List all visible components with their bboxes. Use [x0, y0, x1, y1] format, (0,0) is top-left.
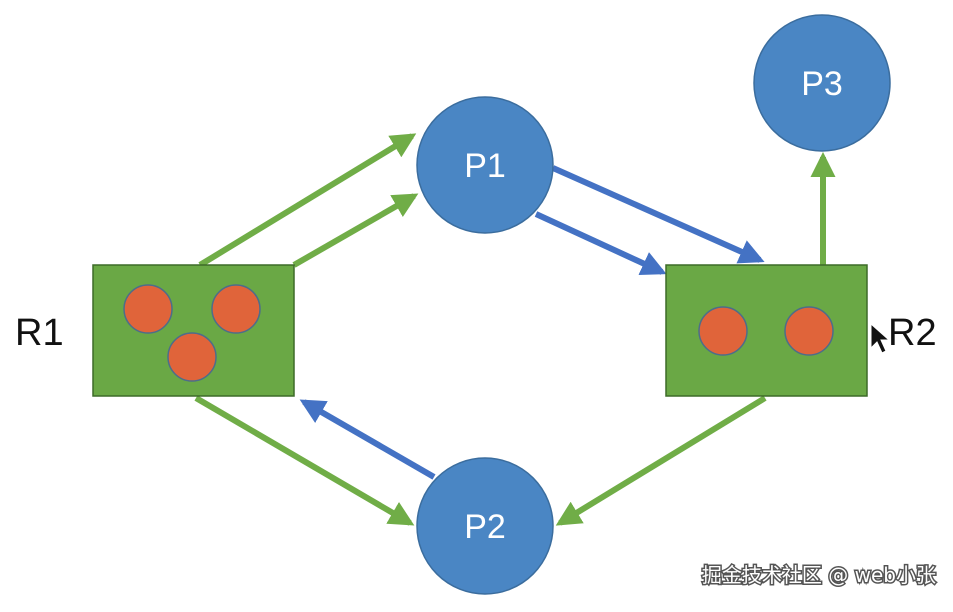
process-p2: P2 [416, 457, 554, 595]
resource-r2 [665, 264, 868, 397]
edges [194, 133, 836, 526]
resource-r1 [92, 264, 295, 397]
resource-r2-box [665, 264, 868, 397]
resource-instance [211, 284, 261, 334]
process-p3-node [753, 14, 891, 152]
resource-r2-label: R2 [888, 312, 937, 354]
edge-r1-p1-upper [198, 133, 417, 268]
process-p1-node [416, 96, 554, 234]
edge-r1-p1-lower [292, 193, 419, 268]
process-p3: P3 [753, 14, 891, 152]
watermark: 掘金技术社区 @ web小张 [702, 563, 936, 587]
process-p1: P1 [416, 96, 554, 234]
edge-p1-r2-upper [551, 165, 765, 264]
edge-p2-r1 [299, 399, 436, 480]
edge-r1-p2 [194, 395, 415, 526]
edge-r2-p2 [555, 395, 767, 526]
process-p2-label: P2 [464, 508, 506, 546]
mouse-cursor-icon [870, 322, 891, 354]
resource-instance [784, 306, 834, 356]
resource-instance [698, 306, 748, 356]
resource-instance [167, 332, 217, 382]
resource-instance [123, 284, 173, 334]
edge-p1-r2-lower [534, 211, 667, 276]
resource-r1-label: R1 [15, 312, 64, 354]
process-p3-label: P3 [801, 65, 843, 103]
process-p1-label: P1 [464, 147, 506, 185]
process-p2-node [416, 457, 554, 595]
